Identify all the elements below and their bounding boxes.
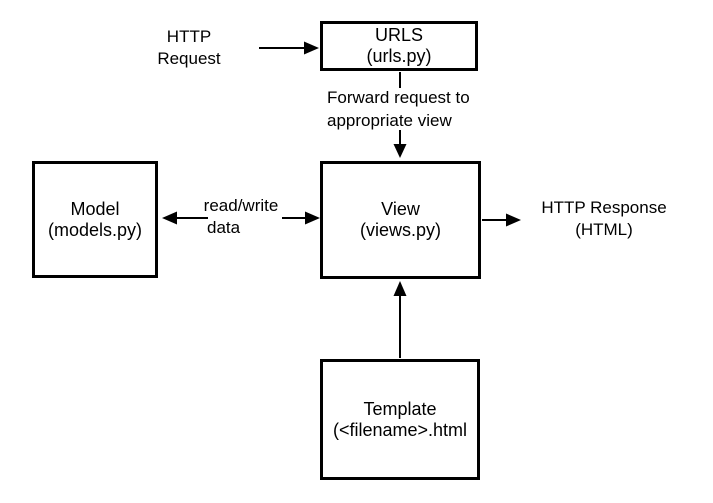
http-response-label-line2: (HTML) — [575, 220, 633, 239]
read-write-arrow-to-model — [162, 211, 208, 225]
model-box: Model (models.py) — [32, 161, 158, 278]
template-to-view-arrow — [393, 281, 407, 358]
read-write-label-line1: read/write — [203, 196, 279, 215]
urls-box-title: URLS — [374, 25, 423, 45]
forward-request-label-line2: appropriate view — [327, 111, 452, 130]
http-request-label-line1: HTTP — [166, 27, 212, 46]
http-request-label-line2: Request — [157, 49, 221, 68]
forward-request-label: Forward request to appropriate view — [327, 86, 470, 132]
http-response-label-line1: HTTP Response — [541, 198, 667, 217]
template-box: Template (<filename>.html — [320, 359, 480, 480]
http-request-label: HTTP Request — [137, 26, 241, 70]
http-request-arrow — [259, 41, 319, 55]
read-write-label: read/write data — [199, 195, 283, 239]
view-box-title: View — [381, 199, 420, 219]
view-box-subtitle: (views.py) — [359, 220, 441, 240]
urls-box-subtitle: (urls.py) — [366, 46, 432, 66]
template-box-subtitle: (<filename>.html — [332, 419, 468, 440]
read-write-label-line2: data — [207, 218, 241, 237]
forward-request-label-line1: Forward request to — [327, 88, 470, 107]
read-write-arrow-to-view — [282, 211, 320, 225]
model-box-subtitle: (models.py) — [47, 219, 143, 240]
http-response-label: HTTP Response (HTML) — [528, 197, 680, 241]
template-box-title: Template — [363, 398, 437, 419]
urls-box: URLS (urls.py) — [320, 21, 478, 71]
forward-request-arrow — [393, 72, 407, 158]
http-response-arrow — [482, 213, 521, 227]
view-box: View (views.py) — [320, 161, 481, 279]
model-box-title: Model — [70, 198, 120, 219]
